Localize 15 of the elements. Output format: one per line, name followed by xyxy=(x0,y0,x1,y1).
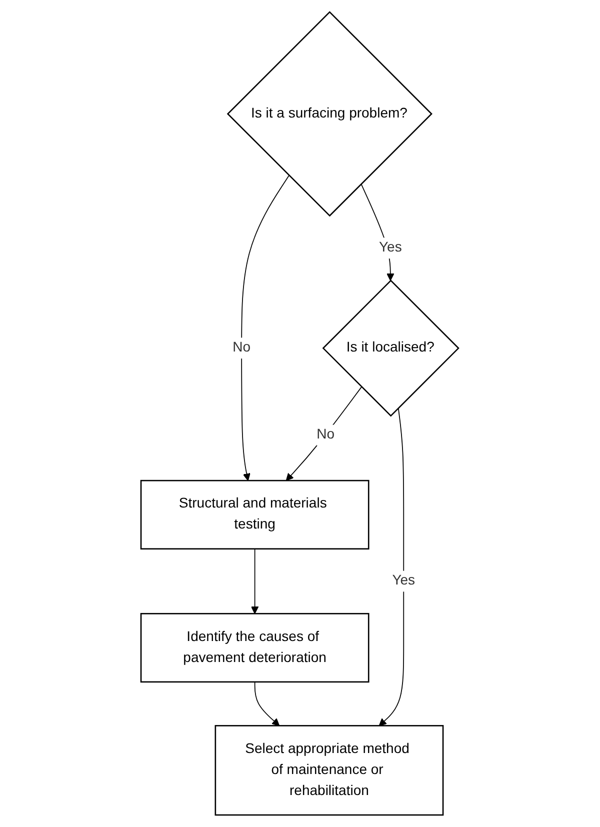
node-diamond: Is it localised? xyxy=(322,280,460,417)
arrow xyxy=(286,386,362,481)
node-diamond: Is it a surfacing problem? xyxy=(227,11,433,217)
arrow xyxy=(379,407,404,726)
edge-label: Yes xyxy=(392,573,416,588)
arrow xyxy=(251,548,259,614)
edge-label: Yes xyxy=(379,240,402,256)
edge-label: No xyxy=(316,427,335,442)
arrow xyxy=(360,183,395,281)
edge-label: No xyxy=(232,340,251,356)
node-box: Select appropriate method of maintenance or rehabilitation xyxy=(215,725,444,816)
arrow xyxy=(254,681,280,726)
arrow xyxy=(241,175,290,481)
node-box: Structural and materials testing xyxy=(140,480,370,550)
node-box: Identify the causes of pavement deterioration xyxy=(140,612,370,683)
